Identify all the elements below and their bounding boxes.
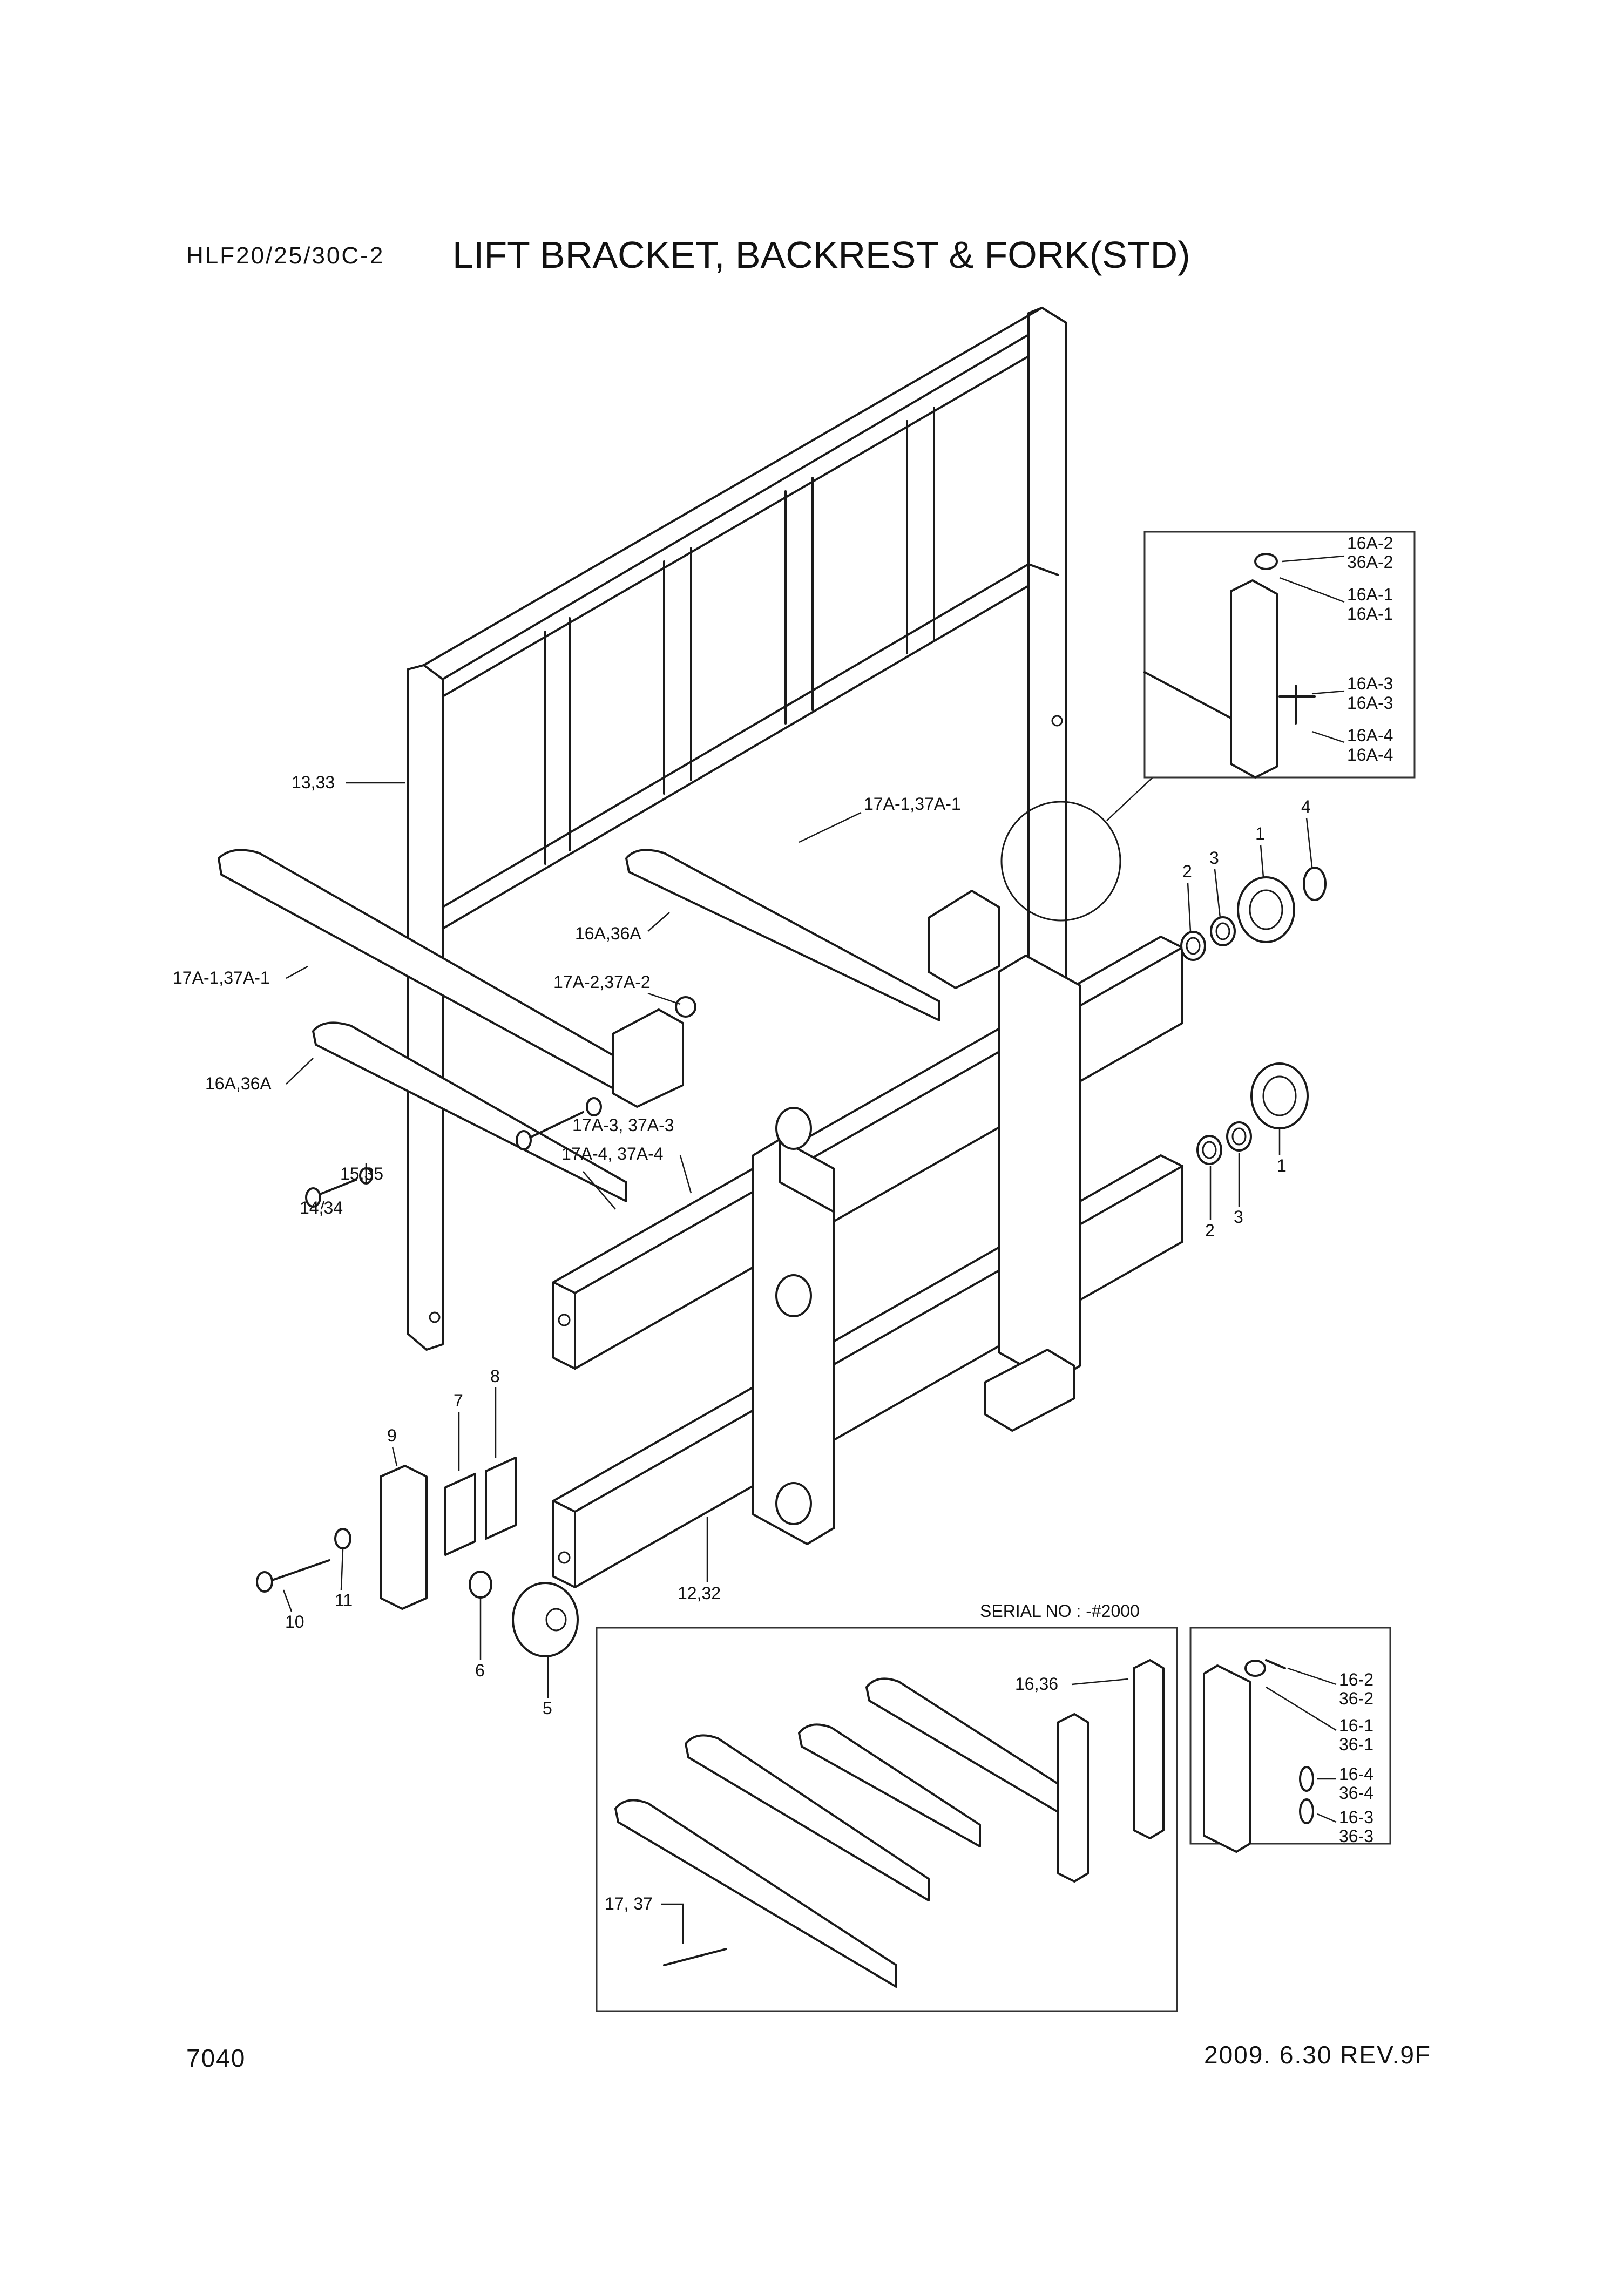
label-16-2: 16-2: [1339, 1670, 1373, 1689]
label-36-3: 36-3: [1339, 1826, 1373, 1846]
revision-date: 2009. 6.30 REV.9F: [1204, 2041, 1431, 2069]
label-16a-36a-right: 16A,36A: [575, 924, 641, 943]
label-17a-1-right: 17A-1,37A-1: [864, 794, 961, 814]
model-code: HLF20/25/30C-2: [186, 242, 384, 269]
label-17-37: 17, 37: [605, 1894, 653, 1913]
inset-fork-serial-range: SERIAL NO : -#2000: [596, 1601, 1391, 2012]
label-upper-4: 4: [1301, 797, 1311, 816]
inset-lower-labels: 16,36 17, 37 16-2 36-2 16-1 36-1 16-4 36…: [605, 1667, 1373, 1944]
label-8: 8: [490, 1366, 500, 1386]
label-36-4: 36-4: [1339, 1783, 1373, 1803]
label-16a-3-b: 16A-3: [1347, 693, 1393, 713]
main-labels: 13,33 17A-1,37A-1 16A,36A 17A-1,37A-1 17…: [173, 773, 1313, 1718]
side-roller-assembly: [256, 1457, 579, 1657]
label-16a-4: 16A-4: [1347, 726, 1393, 745]
lift-bracket-carriage: [552, 936, 1183, 1588]
label-16a-36a-left: 16A,36A: [205, 1074, 272, 1093]
label-lower-1: 1: [1277, 1156, 1287, 1175]
label-17a-1-left: 17A-1,37A-1: [173, 968, 270, 987]
label-36a-2: 36A-2: [1347, 552, 1393, 572]
label-17a-4: 17A-4, 37A-4: [561, 1144, 664, 1163]
label-16-3: 16-3: [1339, 1808, 1373, 1827]
upper-roller-parts: [1180, 867, 1327, 961]
label-16a-1-b: 16A-1: [1347, 604, 1393, 624]
label-16-4: 16-4: [1339, 1764, 1373, 1784]
inset-upper-labels: 16A-2 36A-2 16A-1 16A-1 16A-3 16A-3 16A-…: [1279, 533, 1393, 764]
label-17a-3: 17A-3, 37A-3: [572, 1115, 674, 1135]
label-11: 11: [335, 1590, 353, 1610]
lower-roller-parts: [1196, 1062, 1309, 1165]
serial-range-label: SERIAL NO : -#2000: [980, 1601, 1140, 1621]
label-16a-3: 16A-3: [1347, 674, 1393, 693]
label-lower-2: 2: [1205, 1221, 1215, 1240]
label-upper-1: 1: [1255, 824, 1265, 843]
label-lower-3: 3: [1234, 1207, 1243, 1227]
label-5: 5: [543, 1698, 552, 1718]
page-number: 7040: [186, 2044, 246, 2072]
label-13-33: 13,33: [292, 773, 335, 792]
page-title: LIFT BRACKET, BACKREST & FORK(STD): [452, 234, 1190, 276]
fork-right: [612, 849, 1000, 1108]
fastener-bolts: [305, 996, 696, 1208]
label-15-35: 15,35: [340, 1164, 383, 1183]
label-16-1: 16-1: [1339, 1716, 1373, 1735]
label-16a-1: 16A-1: [1347, 585, 1393, 604]
label-16a-2: 16A-2: [1347, 533, 1393, 553]
label-17a-2: 17A-2,37A-2: [553, 972, 651, 992]
label-7: 7: [454, 1391, 463, 1410]
label-upper-3: 3: [1209, 848, 1219, 868]
label-16-36: 16,36: [1015, 1674, 1058, 1694]
label-6: 6: [475, 1661, 485, 1680]
label-12-32: 12,32: [678, 1583, 721, 1603]
inset-fork-pin-detail: [1143, 531, 1416, 779]
fork-left: [218, 849, 638, 1202]
detail-callout-circle: [1000, 801, 1121, 922]
label-36-1: 36-1: [1339, 1735, 1373, 1754]
label-36-2: 36-2: [1339, 1689, 1373, 1708]
label-16a-4-b: 16A-4: [1347, 745, 1393, 764]
label-9: 9: [387, 1426, 397, 1445]
label-upper-2: 2: [1182, 862, 1192, 881]
label-10: 10: [285, 1612, 304, 1632]
